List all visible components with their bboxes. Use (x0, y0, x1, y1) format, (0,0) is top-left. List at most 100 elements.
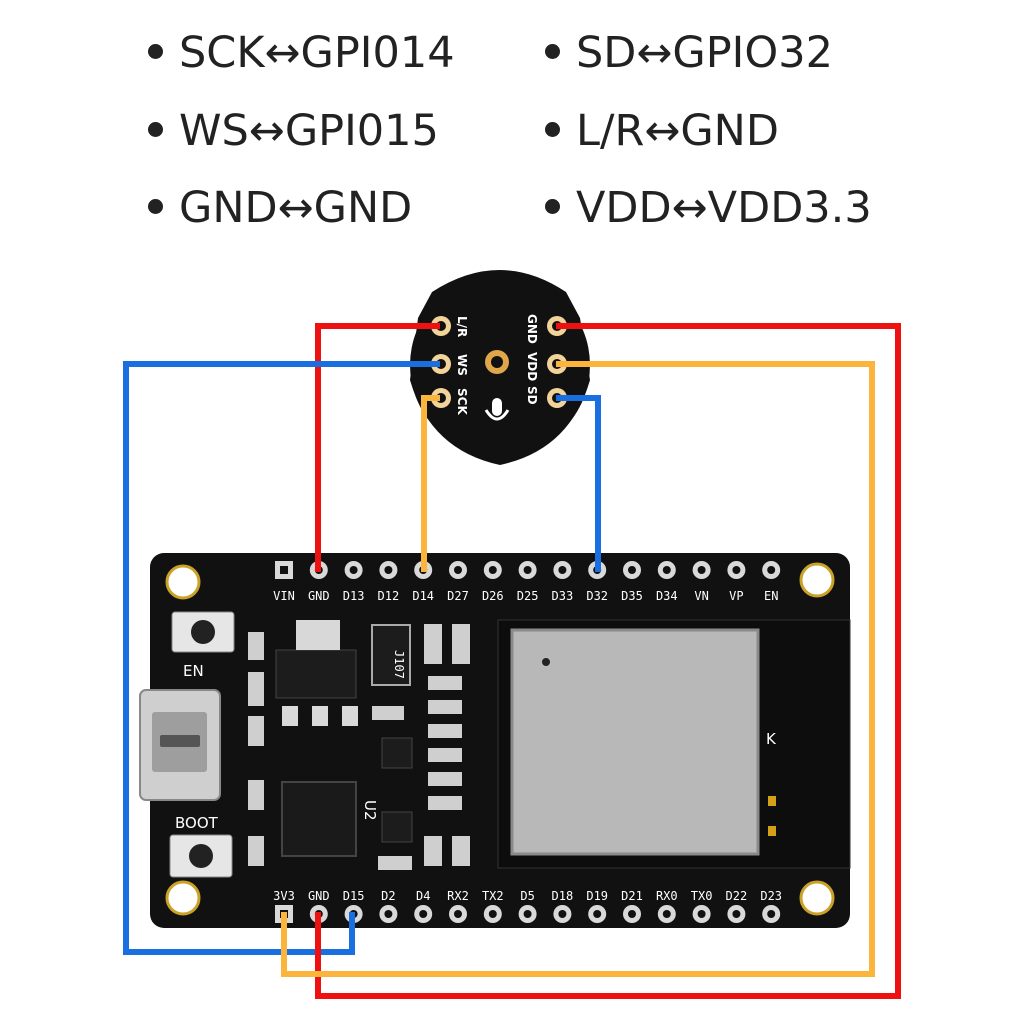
top-pin-d34[interactable] (657, 561, 676, 579)
pin-hole (732, 910, 741, 918)
top-pin-vp[interactable] (727, 561, 746, 579)
top-pin-d26[interactable] (483, 561, 502, 579)
pin-label: D27 (447, 589, 469, 603)
smd-resistor (248, 632, 264, 660)
top-pin-vn[interactable] (692, 561, 711, 579)
bottom-pin-tx0[interactable] (692, 905, 711, 923)
antenna-pad (768, 796, 776, 806)
en-button[interactable] (171, 611, 235, 653)
pin-hole (628, 910, 636, 918)
pin-hole (280, 566, 288, 574)
smd-capacitor (424, 624, 442, 664)
legend-item-sd: SD↔GPIO32 (545, 32, 833, 75)
mic-pin-label: SCK (455, 388, 469, 415)
pin-label: D12 (378, 589, 400, 603)
legend-text: SD↔GPIO32 (576, 28, 833, 78)
smd-capacitor (452, 624, 470, 664)
pin-label: D18 (552, 889, 574, 903)
top-pin-d33[interactable] (553, 561, 572, 579)
pin-label: D22 (726, 889, 748, 903)
mic-pin-label: L/R (455, 316, 469, 337)
pin-label: RX0 (656, 889, 678, 903)
wire-sck-to-d14 (421, 395, 440, 572)
diode-marking: J107 (392, 650, 406, 679)
pin-hole (767, 566, 776, 574)
smd-resistor (428, 676, 462, 690)
pin-label: GND (308, 589, 330, 603)
bottom-pin-d4[interactable] (414, 905, 433, 923)
pin-label: D5 (520, 889, 534, 903)
pin-label: D19 (586, 889, 608, 903)
top-pin-en[interactable] (762, 561, 781, 579)
pin-hole (662, 566, 671, 574)
pin-hole (349, 566, 358, 574)
boot-button-label: BOOT (175, 814, 219, 832)
mic-pin-label: SD (525, 386, 539, 405)
pin-hole (558, 910, 567, 918)
mic-icon-stand (484, 409, 510, 421)
legend-text: VDD↔VDD3.3 (576, 183, 872, 233)
inmp441-microphone-module (410, 270, 590, 465)
smd-resistor (428, 700, 462, 714)
mic-pin-label: GND (525, 314, 539, 344)
pin-label: D25 (517, 589, 539, 603)
mounting-hole (799, 880, 835, 916)
pin-hole (523, 566, 532, 574)
smd-capacitor (424, 836, 442, 866)
bottom-pin-rx0[interactable] (657, 905, 676, 923)
top-pin-d12[interactable] (379, 561, 398, 579)
en-button-label: EN (183, 662, 204, 680)
bottom-pin-rx2[interactable] (449, 905, 467, 923)
bullet-icon (148, 199, 163, 214)
pin-hole (488, 910, 497, 918)
antenna-mark: K (766, 730, 777, 748)
pin-label: D4 (416, 889, 430, 903)
bullet-icon (545, 122, 560, 137)
bottom-pin-d2[interactable] (379, 905, 398, 923)
pin-label: GND (308, 889, 330, 903)
wires (123, 323, 901, 999)
bottom-pin-d18[interactable] (553, 905, 572, 923)
pin-label: D33 (552, 589, 574, 603)
top-pin-d25[interactable] (518, 561, 537, 579)
mic-pin-label: WS (455, 354, 469, 376)
button-cap (191, 620, 215, 644)
top-pin-vin[interactable] (275, 561, 293, 579)
smd-resistor (248, 836, 264, 866)
chip-label: U2 (361, 800, 379, 821)
bottom-pin-d19[interactable] (588, 905, 607, 923)
top-pin-d13[interactable] (344, 561, 363, 579)
regulator-tab (296, 620, 340, 650)
diode (371, 624, 411, 686)
regulator-leg (282, 706, 298, 726)
pin-hole (732, 566, 741, 574)
top-pin-d27[interactable] (449, 561, 467, 579)
wire-ws-to-d15 (123, 361, 440, 955)
bottom-pin-d22[interactable] (727, 905, 746, 923)
pin-hole (697, 910, 706, 918)
mic-pin-sck[interactable]: SCK (431, 388, 469, 415)
pin-label: D26 (482, 589, 504, 603)
mounting-hole (165, 564, 201, 600)
boot-button[interactable] (169, 834, 233, 878)
bullet-icon (148, 122, 163, 137)
bottom-pin-d23[interactable] (762, 905, 781, 923)
wire-sd-to-d32 (556, 395, 601, 572)
bottom-pin-tx2[interactable] (483, 905, 502, 923)
bottom-pin-d21[interactable] (623, 905, 641, 923)
wiring-legend: SCK↔GPI014 SD↔GPIO32 WS↔GPI015 L/R↔GND G… (0, 0, 1024, 250)
legend-text: SCK↔GPI014 (179, 28, 455, 78)
bottom-pin-d5[interactable] (518, 905, 537, 923)
pin-label: D15 (343, 889, 365, 903)
mounting-hole (799, 562, 835, 598)
pin-hole (419, 910, 428, 918)
pin-label: VN (694, 589, 708, 603)
top-pin-d35[interactable] (623, 561, 641, 579)
legend-item-vdd: VDD↔VDD3.3 (545, 187, 872, 230)
pin-hole (697, 566, 706, 574)
transistor (381, 737, 413, 769)
pin-hole (384, 910, 393, 918)
legend-text: L/R↔GND (576, 106, 779, 156)
